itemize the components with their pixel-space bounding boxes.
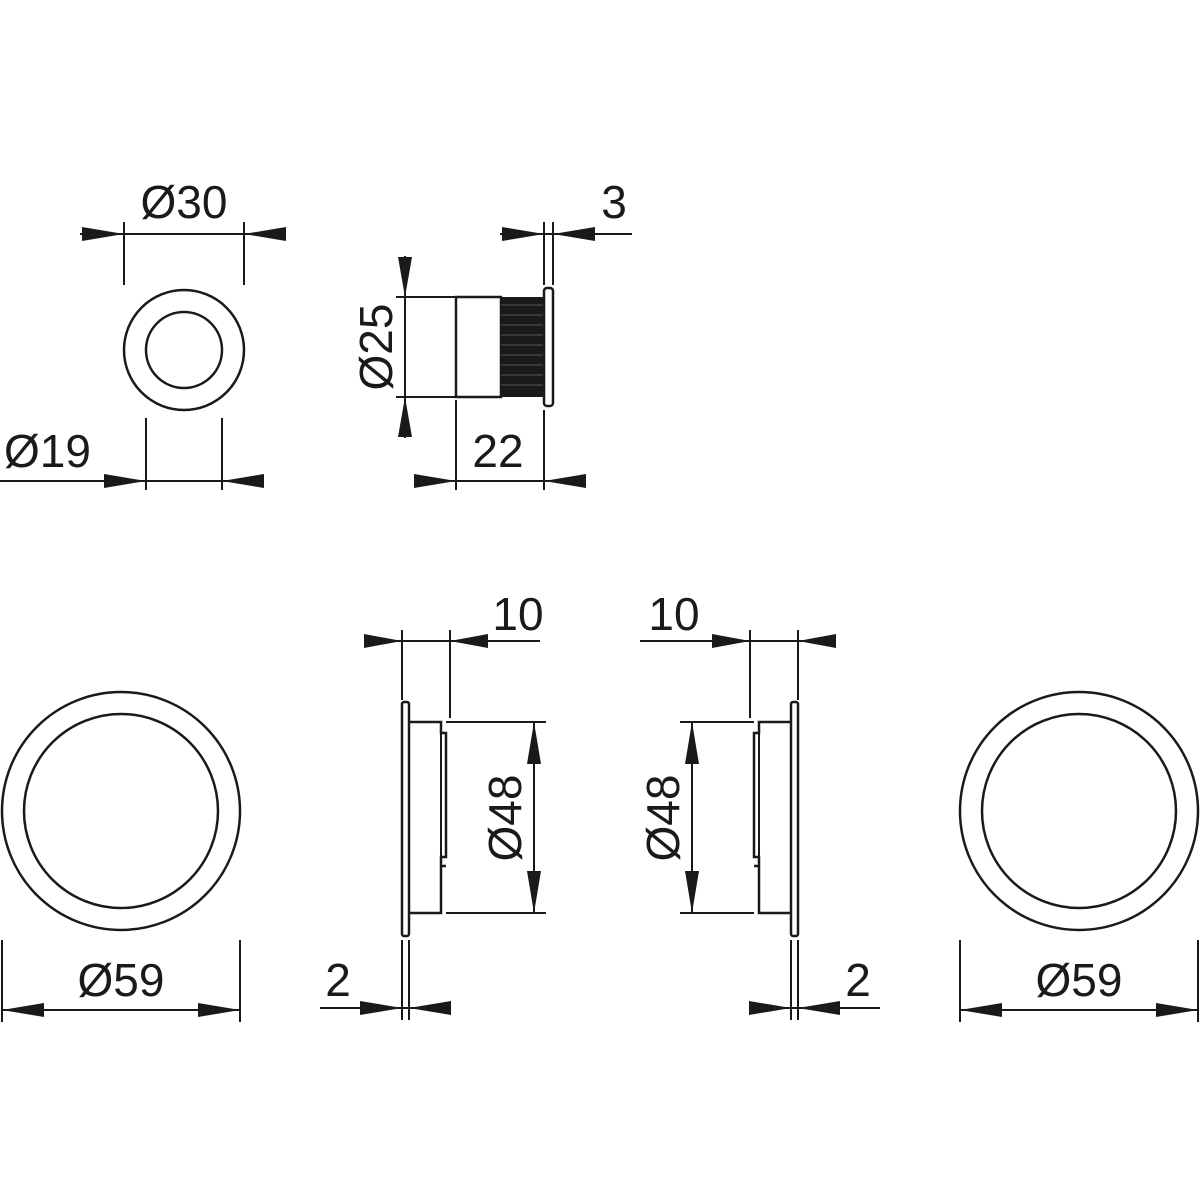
- large-pull-right-inner-circle: [980, 712, 1178, 910]
- large-pull-right-outer-circle: [958, 690, 1200, 932]
- large-pull-left-cup: [409, 720, 448, 915]
- large-pull-left-flange: [400, 700, 411, 938]
- dimension-label-len-10-left: 10: [492, 588, 543, 640]
- dimension-label-dia-30: Ø30: [141, 176, 228, 228]
- dimension-len-10-right: 10: [640, 588, 836, 718]
- dimension-label-dia-48-right: Ø48: [637, 775, 689, 862]
- large-pull-left-side-view: 10 Ø48 2: [320, 588, 546, 1020]
- dimension-dia-59-left: Ø59: [1, 940, 241, 1022]
- small-pull-inner-circle: [144, 310, 224, 390]
- dimension-label-len-22: 22: [472, 425, 523, 477]
- dimension-label-len-3: 3: [601, 176, 627, 228]
- small-pull-outer-circle: [122, 288, 246, 412]
- small-pull-knurled-grip: [501, 297, 544, 397]
- large-pull-right-cup: [752, 720, 791, 915]
- small-pull-side-view: Ø25 22 3: [350, 176, 632, 490]
- dimension-dia-48-right: Ø48: [637, 721, 745, 914]
- dimension-label-len-2-right: 2: [845, 954, 871, 1006]
- dimension-len-3: 3: [500, 176, 632, 285]
- large-pull-left-front-view: Ø59: [0, 690, 242, 1022]
- dimension-len-10-left: 10: [364, 588, 544, 718]
- dimension-len-2-right: 2: [749, 940, 880, 1020]
- dimension-len-2-left: 2: [320, 940, 451, 1020]
- dimension-label-dia-19: Ø19: [4, 425, 91, 477]
- large-pull-left-outer-circle: [0, 690, 242, 932]
- large-pull-right-flange: [789, 700, 800, 938]
- dimension-label-dia-59-right: Ø59: [1036, 954, 1123, 1006]
- dimension-label-dia-59-left: Ø59: [78, 954, 165, 1006]
- dimension-dia-25: Ø25: [350, 256, 456, 438]
- dimension-dia-59-right: Ø59: [959, 940, 1199, 1022]
- dimension-label-len-2-left: 2: [325, 954, 351, 1006]
- dimension-label-dia-25: Ø25: [350, 304, 402, 391]
- large-pull-left-inner-circle: [22, 712, 220, 910]
- dimension-dia-19: Ø19: [0, 418, 264, 490]
- dimension-len-22: 22: [414, 400, 586, 490]
- large-pull-right-front-view: Ø59: [958, 690, 1200, 1022]
- small-pull-body: [454, 295, 503, 399]
- dimension-label-len-10-right: 10: [648, 588, 699, 640]
- small-pull-flange: [542, 286, 555, 408]
- dimension-dia-30: Ø30: [80, 176, 286, 285]
- dimension-dia-48-left: Ø48: [455, 721, 546, 914]
- dimension-label-dia-48-left: Ø48: [479, 775, 531, 862]
- small-pull-front-view: Ø30 Ø19: [0, 176, 286, 490]
- large-pull-right-side-view: 10 Ø48 2: [637, 588, 880, 1020]
